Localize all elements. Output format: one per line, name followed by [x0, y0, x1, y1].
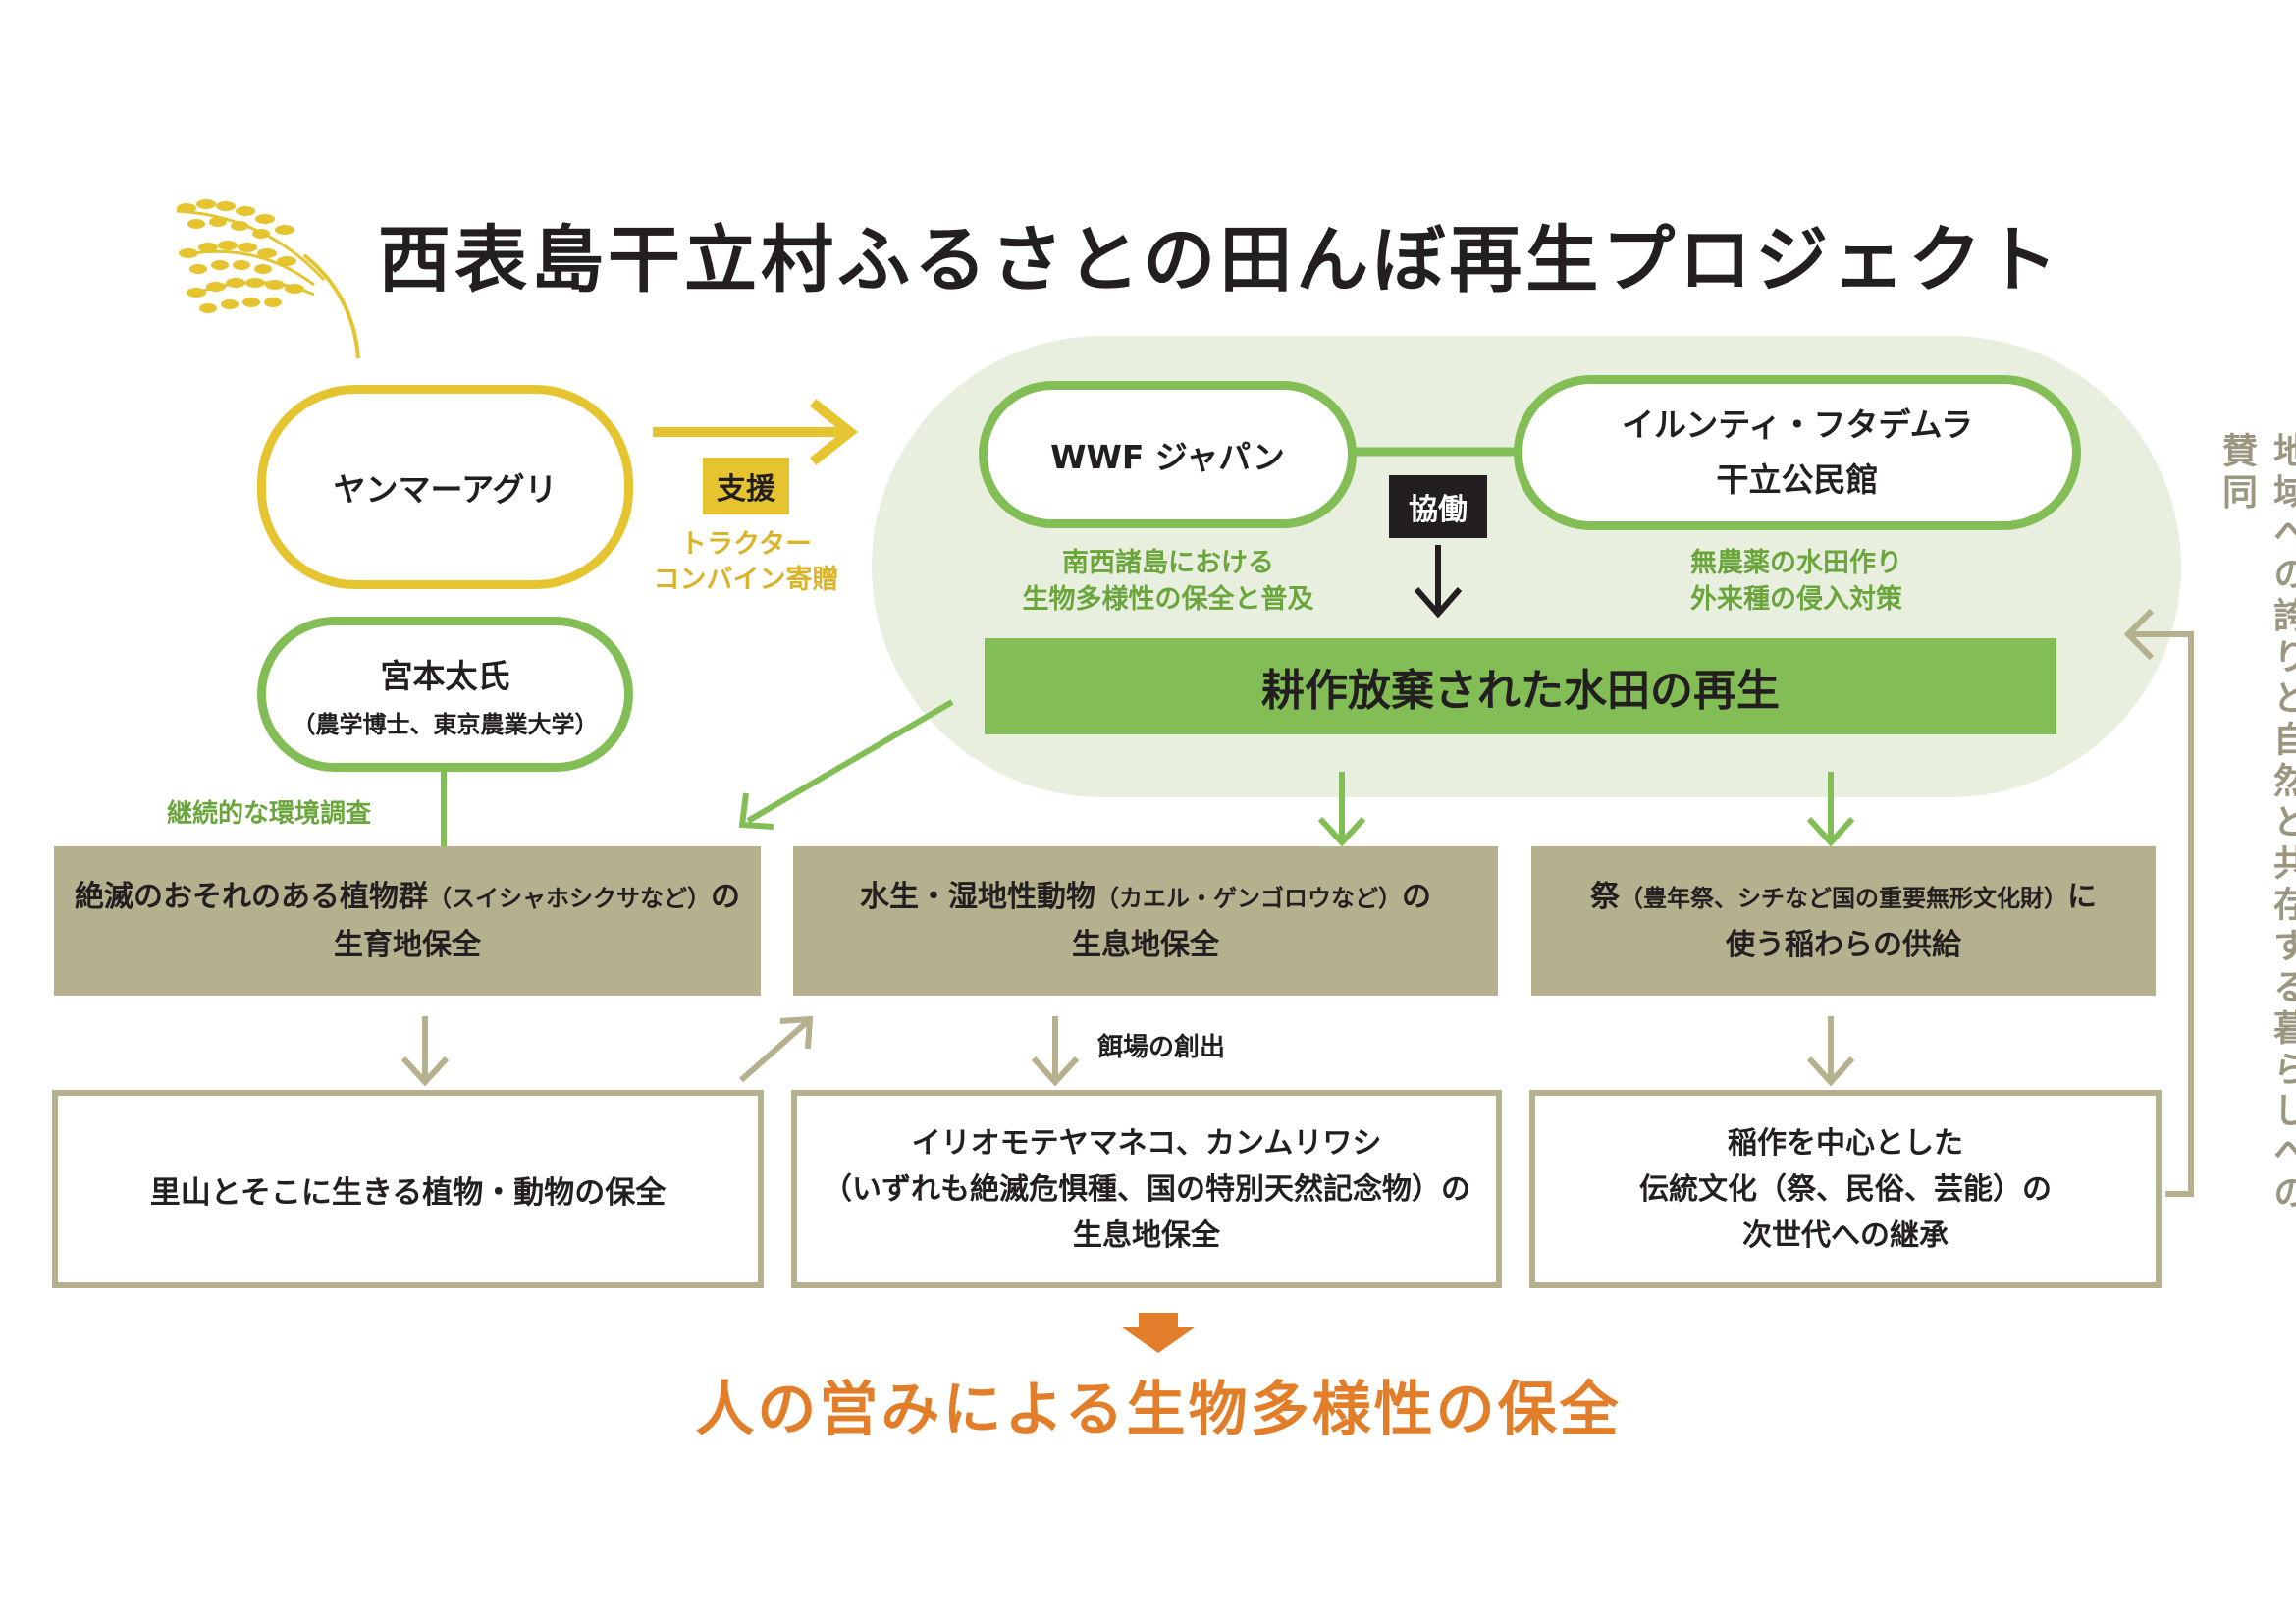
festival-straw-box: 祭（豊年祭、シチなど国の重要無形文化財）に 使う稲わらの供給 [1531, 846, 2156, 996]
miyamoto-affiliation: （農学博士、東京農業大学） [292, 710, 599, 738]
rice-stalk-icon [176, 199, 360, 359]
support-badge: 支援 [703, 458, 789, 514]
plant-habitat-suffix: の [711, 879, 740, 914]
survey-label: 継続的な環境調査 [167, 799, 372, 829]
plant-habitat-line2: 生育地保全 [334, 927, 481, 962]
yanmar-agri-node: ヤンマーアグリ [257, 385, 633, 589]
wwf-description-line2: 生物多様性の保全と普及 [1022, 584, 1314, 615]
plant-habitat-note: （スイシャホシクサなど） [428, 884, 711, 912]
plant-habitat-main: 絶滅のおそれのある植物群 [75, 879, 428, 914]
aquatic-habitat-main: 水生・湿地性動物 [860, 879, 1095, 914]
irunti-description: 無農薬の水田作り 外来種の侵入対策 [1571, 542, 2022, 621]
festival-straw-main: 祭 [1590, 879, 1620, 914]
wwf-description: 南西諸島における 生物多様性の保全と普及 [933, 542, 1404, 621]
wildlife-habitat-line1: イリオモテヤマネコ、カンムリワシ [911, 1125, 1382, 1161]
festival-straw-line2: 使う稲わらの供給 [1726, 927, 1961, 962]
wwf-japan-node: WWF ジャパン [979, 381, 1357, 528]
irunti-description-line1: 無農薬の水田作り [1690, 548, 1902, 578]
restore-to-box1-arrow [746, 699, 954, 824]
tradition-box: 稲作を中心とした 伝統文化（祭、民俗、芸能）の 次世代への継承 [1529, 1090, 2162, 1288]
wwf-japan-label: WWF ジャパン [1050, 438, 1285, 476]
feedback-loop-arrow [2128, 631, 2194, 1197]
wildlife-habitat-box: イリオモテヤマネコ、カンムリワシ （いずれも絶滅危惧種、国の特別天然記念物）の … [791, 1090, 1502, 1288]
satoyama-label: 里山とそこに生きる植物・動物の保全 [149, 1174, 667, 1211]
irunti-line1: イルンティ・フタデムラ [1621, 406, 1974, 444]
restoration-bar: 耕作放棄された水田の再生 [985, 638, 2056, 734]
irunti-node: イルンティ・フタデムラ 干立公民館 [1514, 375, 2081, 530]
tradition-line1: 稲作を中心とした [1728, 1125, 1963, 1161]
wildlife-habitat-line2: （いずれも絶滅危惧種、国の特別天然記念物）の [823, 1171, 1470, 1207]
collab-badge-label: 協働 [1409, 493, 1468, 527]
support-detail-line1: トラクター [680, 529, 812, 560]
irunti-line2: 干立公民館 [1716, 460, 1879, 499]
yanmar-agri-label: ヤンマーアグリ [333, 470, 558, 509]
out1-to-box2-arrow [739, 1018, 810, 1083]
satoyama-box: 里山とそこに生きる植物・動物の保全 [52, 1090, 764, 1288]
festival-straw-suffix: に [2067, 879, 2097, 914]
restoration-label: 耕作放棄された水田の再生 [1261, 666, 1780, 716]
page-title: 西表島干立村ふるさとの田んぼ再生プロジェクト [378, 218, 2062, 302]
feeding-label: 餌場の創出 [1097, 1033, 1226, 1062]
irunti-description-line2: 外来種の侵入対策 [1690, 584, 1902, 615]
support-detail: トラクター コンバイン寄贈 [618, 526, 874, 599]
support-badge-label: 支援 [717, 472, 775, 507]
festival-straw-note: （豊年祭、シチなど国の重要無形文化財） [1620, 884, 2067, 912]
wwf-description-line1: 南西諸島における [1062, 548, 1274, 578]
result-arrow [1122, 1313, 1195, 1353]
support-detail-line2: コンバイン寄贈 [653, 565, 839, 595]
miyamoto-node: 宮本太氏 （農学博士、東京農業大学） [257, 617, 633, 772]
collab-badge: 協働 [1389, 475, 1487, 538]
wildlife-habitat-line3: 生息地保全 [1073, 1218, 1220, 1253]
aquatic-habitat-note: （カエル・ゲンゴロウなど） [1095, 884, 1402, 912]
miyamoto-name: 宮本太氏 [380, 656, 510, 695]
tradition-line3: 次世代への継承 [1742, 1218, 1949, 1253]
result-label: 人の営みによる生物多様性の保全 [695, 1375, 1622, 1444]
plant-habitat-box: 絶滅のおそれのある植物群（スイシャホシクサなど）の 生育地保全 [54, 846, 761, 996]
community-pride-label: 地域への誇りと自然と共存する暮らしへの賛同 [2216, 432, 2296, 1216]
aquatic-habitat-suffix: の [1402, 879, 1431, 914]
aquatic-habitat-box: 水生・湿地性動物（カエル・ゲンゴロウなど）の 生息地保全 [793, 846, 1498, 996]
aquatic-habitat-line2: 生息地保全 [1072, 927, 1219, 962]
tradition-line2: 伝統文化（祭、民俗、芸能）の [1639, 1171, 2052, 1207]
